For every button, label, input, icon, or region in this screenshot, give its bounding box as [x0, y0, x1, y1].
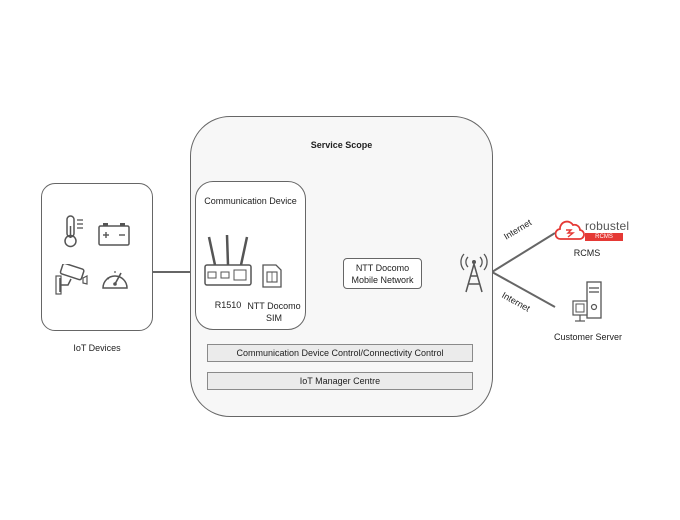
mobile-network-line2: Mobile Network: [351, 275, 414, 285]
cloud-icon: [555, 220, 585, 240]
battery-icon: [98, 223, 130, 246]
sim-label-line2: SIM: [265, 313, 282, 323]
rcms-brand: robustel: [585, 219, 630, 233]
router-label: R1510: [214, 300, 242, 310]
device-control-bar: Communication Device Control/Connectivit…: [207, 344, 473, 362]
sim-label: NTT Docomo SIM: [244, 300, 304, 324]
cell-tower-icon: [460, 253, 488, 293]
service-scope-title: Service Scope: [310, 140, 373, 150]
server-icon: [572, 281, 602, 322]
router-icon: [204, 234, 252, 286]
gauge-icon: [102, 271, 128, 289]
cctv-camera-icon: [55, 264, 88, 295]
customer-server-label: Customer Server: [553, 332, 623, 342]
mobile-network-line1: NTT Docomo: [355, 263, 410, 273]
tower-to-rcms-line: [491, 232, 556, 273]
sim-card-icon: [262, 264, 282, 288]
communication-device-title: Communication Device: [204, 196, 297, 206]
iot-manager-centre-bar: IoT Manager Centre: [207, 372, 473, 390]
iot-devices-box: [41, 183, 153, 331]
sim-label-line1: NTT Docomo: [247, 301, 301, 311]
tower-to-server-line: [491, 271, 556, 308]
iot-devices-label: IoT Devices: [73, 343, 121, 353]
rcms-label: RCMS: [573, 248, 601, 258]
mobile-network-label: NTT Docomo Mobile Network: [343, 262, 422, 286]
thermometer-icon: [64, 215, 83, 248]
rcms-cloud-badge: RCMS CLOUD: [585, 233, 623, 248]
mobile-network-box: [343, 258, 422, 289]
